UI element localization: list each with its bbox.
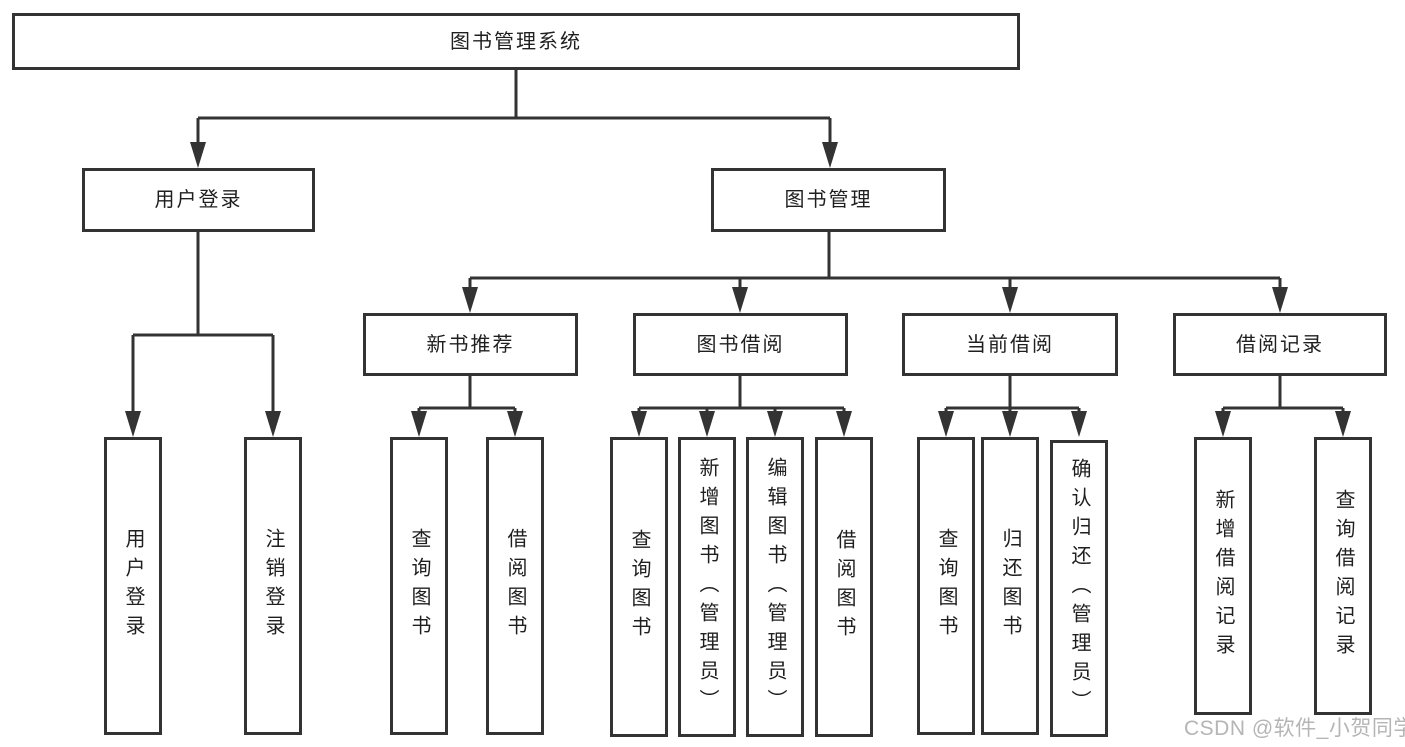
node-user-login-label: 用户登录 — [154, 189, 243, 211]
node-book-borrow-label: 图书借阅 — [696, 333, 785, 356]
node-leaf-add-borrow-record-label: 新增借阅记录 — [1212, 489, 1234, 663]
node-leaf-borrow-books-recommend: 借阅图书 — [486, 437, 544, 735]
arrowhead — [265, 411, 281, 437]
node-borrow-records-label: 借阅记录 — [1236, 333, 1324, 356]
arrowhead — [1002, 287, 1018, 313]
node-leaf-borrow-books-recommend-label: 借阅图书 — [504, 528, 526, 644]
node-leaf-add-books-admin: 新增图书（管理员） — [678, 437, 736, 737]
node-leaf-return-books-label: 归还图书 — [999, 528, 1021, 644]
node-leaf-confirm-return-admin: 确认归还（管理员） — [1050, 440, 1108, 737]
node-leaf-borrow-books-borrow-label: 借阅图书 — [833, 529, 855, 645]
csdn-watermark: CSDN @软件_小贺同学 — [1184, 717, 1405, 740]
node-current-borrow: 当前借阅 — [902, 313, 1118, 376]
node-leaf-borrow-books-borrow: 借阅图书 — [815, 437, 873, 737]
node-root: 图书管理系统 — [12, 13, 1020, 70]
node-book-management: 图书管理 — [711, 168, 946, 232]
arrowhead — [822, 142, 838, 168]
node-new-book-recommend: 新书推荐 — [363, 313, 578, 376]
node-current-borrow-label: 当前借阅 — [966, 333, 1054, 356]
node-leaf-user-login: 用户登录 — [104, 437, 162, 735]
arrowhead — [507, 411, 523, 437]
node-leaf-logout-label: 注销登录 — [262, 528, 284, 644]
node-book-borrow: 图书借阅 — [633, 313, 848, 376]
arrowhead — [938, 411, 954, 437]
node-borrow-records: 借阅记录 — [1173, 313, 1387, 376]
node-leaf-add-borrow-record: 新增借阅记录 — [1194, 437, 1252, 715]
arrowhead — [1335, 411, 1351, 437]
arrowhead — [767, 411, 783, 437]
arrowhead — [1215, 411, 1231, 437]
node-user-login: 用户登录 — [82, 168, 315, 232]
node-leaf-logout: 注销登录 — [244, 437, 302, 735]
node-leaf-confirm-return-admin-label: 确认归还（管理员） — [1068, 458, 1090, 719]
node-leaf-query-books-recommend-label: 查询图书 — [408, 528, 430, 644]
node-leaf-query-books-borrow-label: 查询图书 — [628, 529, 650, 645]
node-leaf-user-login-label: 用户登录 — [122, 528, 144, 644]
node-leaf-add-books-admin-label: 新增图书（管理员） — [696, 456, 718, 718]
node-leaf-query-books-borrow: 查询图书 — [610, 437, 668, 737]
node-root-label: 图书管理系统 — [450, 30, 582, 53]
arrowhead — [462, 287, 478, 313]
arrowhead — [631, 411, 647, 437]
arrowhead — [411, 411, 427, 437]
arrowhead — [1071, 411, 1087, 437]
node-leaf-query-borrow-record-label: 查询借阅记录 — [1332, 489, 1354, 663]
arrowhead — [699, 411, 715, 437]
arrowhead — [190, 142, 206, 168]
arrowhead — [125, 411, 141, 437]
node-leaf-query-books-current: 查询图书 — [917, 437, 975, 735]
node-new-book-recommend-label: 新书推荐 — [426, 333, 515, 356]
arrowhead — [1002, 411, 1018, 437]
arrowhead — [836, 411, 852, 437]
node-leaf-return-books: 归还图书 — [981, 437, 1039, 735]
node-leaf-edit-books-admin-label: 编辑图书（管理员） — [764, 456, 786, 718]
arrowhead — [1272, 287, 1288, 313]
node-leaf-query-books-current-label: 查询图书 — [935, 528, 957, 644]
node-leaf-edit-books-admin: 编辑图书（管理员） — [746, 437, 804, 737]
node-leaf-query-books-recommend: 查询图书 — [390, 437, 448, 735]
arrowhead — [732, 287, 748, 313]
node-book-management-label: 图书管理 — [784, 189, 873, 211]
node-leaf-query-borrow-record: 查询借阅记录 — [1314, 437, 1372, 715]
